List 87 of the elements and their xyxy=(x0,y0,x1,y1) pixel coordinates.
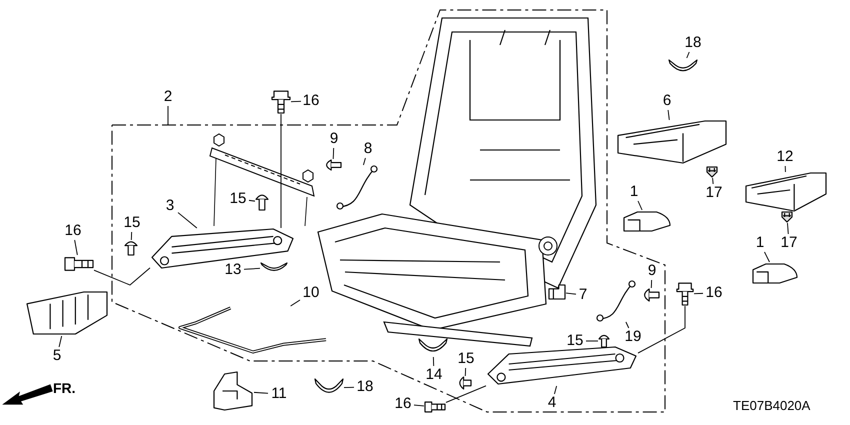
leader-line xyxy=(248,200,256,202)
diagram-code: TE07B4020A xyxy=(733,398,810,413)
callout-number: 3 xyxy=(162,197,178,215)
leader-line xyxy=(244,268,260,270)
callout-number: 6 xyxy=(659,92,675,110)
callout-number: 12 xyxy=(774,148,796,166)
callout-number: 14 xyxy=(423,366,445,384)
callout-number: 15 xyxy=(227,190,249,208)
leader-line xyxy=(464,368,466,376)
callout-number: 18 xyxy=(354,378,376,396)
callout-number: 15 xyxy=(455,350,477,368)
screw-drawing xyxy=(458,376,472,390)
leader-line xyxy=(362,158,366,166)
bolt-drawing xyxy=(424,400,446,414)
callout-number: 8 xyxy=(360,140,376,158)
leader-line xyxy=(290,300,300,306)
installation-line xyxy=(280,114,282,228)
leader-line xyxy=(74,240,78,256)
callout-number: 11 xyxy=(268,385,290,403)
installation-line xyxy=(94,267,150,286)
leader-line xyxy=(586,340,598,342)
leader-line xyxy=(764,252,770,262)
leader-line xyxy=(686,52,690,58)
bolt-drawing xyxy=(64,255,94,273)
rod-drawing xyxy=(178,306,328,354)
bracket-drawing xyxy=(548,284,566,300)
callout-number: 15 xyxy=(121,214,143,232)
callout-number: 2 xyxy=(159,88,177,106)
leader-line xyxy=(130,232,132,240)
callout-number: 13 xyxy=(222,261,244,279)
clip-drawing xyxy=(781,211,793,223)
seat-rail-drawing xyxy=(486,346,638,386)
leader-line xyxy=(332,148,334,160)
screw-drawing xyxy=(642,288,660,302)
leader-line xyxy=(414,404,424,406)
callout-number: 1 xyxy=(627,183,641,201)
leader-line xyxy=(290,100,302,102)
cable-drawing xyxy=(336,165,378,210)
leader-line xyxy=(254,392,268,394)
callout-number: 17 xyxy=(778,234,800,252)
callout-number: 16 xyxy=(392,395,414,413)
cover-drawing xyxy=(745,172,827,212)
callout-number: 19 xyxy=(622,328,644,346)
leader-line xyxy=(694,292,704,294)
callout-number: 16 xyxy=(62,222,84,240)
callout-number: 15 xyxy=(564,332,586,350)
callout-number: 16 xyxy=(301,92,321,110)
cover-drawing xyxy=(212,370,254,412)
screw-drawing xyxy=(598,334,610,348)
leader-line xyxy=(787,222,789,234)
leader-line xyxy=(566,292,576,295)
leader-line xyxy=(344,386,354,388)
cover-drawing xyxy=(617,120,727,164)
bolt-drawing xyxy=(676,282,694,306)
installation-line xyxy=(446,385,486,403)
leader-line xyxy=(638,200,643,210)
installation-line xyxy=(638,306,686,354)
callout-number: 10 xyxy=(300,284,322,302)
callout-number: 7 xyxy=(576,286,590,304)
leader-line xyxy=(58,336,62,348)
callout-number: 18 xyxy=(683,34,703,52)
leader-line xyxy=(625,322,630,328)
trim-cover-drawing xyxy=(25,290,109,336)
leader-line xyxy=(784,166,786,172)
leader-line xyxy=(668,110,670,120)
leader-line xyxy=(432,356,434,366)
callout-number: 16 xyxy=(703,284,725,302)
callout-number: 17 xyxy=(703,184,725,202)
leader-line xyxy=(650,280,652,288)
cap-drawing xyxy=(623,210,671,232)
callout-number: 9 xyxy=(644,262,660,280)
callout-number: 9 xyxy=(326,130,342,148)
callout-number: 4 xyxy=(545,394,559,412)
bolt-drawing xyxy=(271,90,291,114)
leader-line xyxy=(712,178,714,184)
screw-drawing xyxy=(255,193,269,211)
cable-drawing xyxy=(596,280,636,322)
callout-number: 5 xyxy=(50,347,64,365)
callout-number: 1 xyxy=(753,234,767,252)
cap-drawing xyxy=(752,262,798,284)
clip-drawing xyxy=(260,261,288,274)
leader-line xyxy=(554,386,558,394)
leader-line xyxy=(178,212,198,228)
clip-drawing xyxy=(706,166,718,178)
fr-direction-label: FR. xyxy=(53,380,76,396)
screw-drawing xyxy=(324,159,342,171)
screw-drawing xyxy=(124,240,138,256)
